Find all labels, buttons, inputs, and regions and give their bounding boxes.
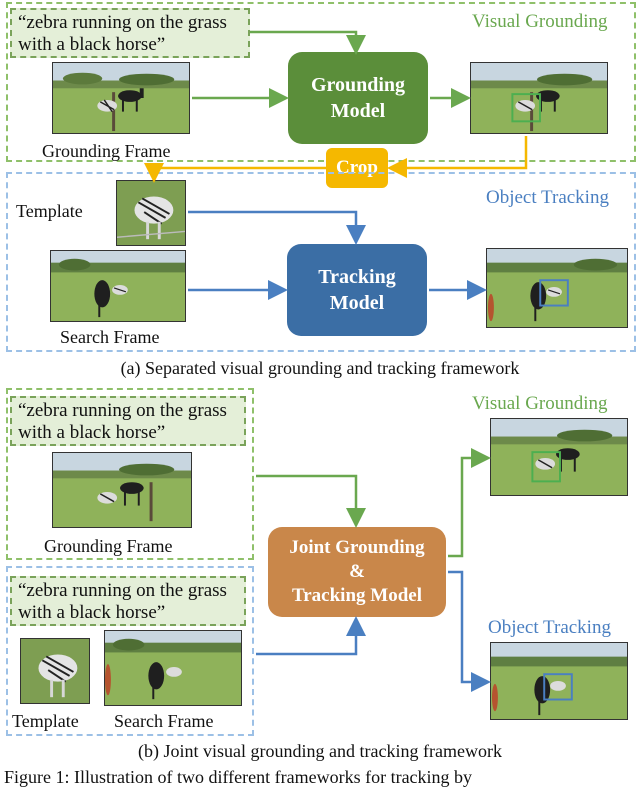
joint-grounding-frame-label: Grounding Frame: [44, 536, 173, 556]
search-frame-image: [50, 250, 186, 322]
grounding-frame-label: Grounding Frame: [42, 141, 171, 161]
arrow-joint-to-grounding-output: [448, 448, 491, 558]
out-object-tracking-title: Object Tracking: [488, 617, 611, 638]
template-label: Template: [16, 201, 83, 221]
caption-a: (a) Separated visual grounding and track…: [120, 358, 520, 378]
joint-search-frame-label: Search Frame: [114, 711, 214, 731]
joint-tracking-output-image: [490, 642, 628, 720]
joint-template-image: [20, 638, 90, 704]
crop-box: Crop: [326, 148, 388, 188]
tracking-output-image: [486, 248, 628, 328]
arrow-joint-to-tracking-output: [448, 570, 491, 692]
joint-grounding-frame-image: [52, 452, 192, 528]
joint-model-box: Joint Grounding & Tracking Model: [268, 527, 446, 617]
grounding-output-image: [470, 62, 608, 134]
arrow-tracking-inputs-to-joint: [256, 616, 366, 656]
caption-b: (b) Joint visual grounding and tracking …: [138, 741, 502, 761]
query-text-top: “zebra running on the grass with a black…: [10, 8, 250, 58]
query-text-bottom-2: “zebra running on the grass with a black…: [10, 576, 246, 626]
visual-grounding-title: Visual Grounding: [472, 11, 608, 32]
visual-grounding-panel: [6, 2, 636, 162]
arrow-grounding-inputs-to-joint: [256, 474, 366, 528]
joint-template-label: Template: [12, 711, 79, 731]
out-visual-grounding-title: Visual Grounding: [472, 393, 608, 414]
query-text-bottom-1: “zebra running on the grass with a black…: [10, 396, 246, 446]
tracking-model-box: Tracking Model: [287, 244, 427, 336]
joint-tracking-input-panel: [6, 566, 254, 736]
joint-search-frame-image: [104, 630, 242, 706]
object-tracking-title: Object Tracking: [486, 187, 609, 208]
template-image: [116, 180, 186, 246]
joint-grounding-input-panel: [6, 388, 254, 560]
search-frame-label: Search Frame: [60, 327, 160, 347]
grounding-frame-image: [52, 62, 190, 134]
joint-grounding-output-image: [490, 418, 628, 496]
footer-fragment: Figure 1: Illustration of two different …: [4, 767, 473, 787]
grounding-model-box: Grounding Model: [288, 52, 428, 144]
